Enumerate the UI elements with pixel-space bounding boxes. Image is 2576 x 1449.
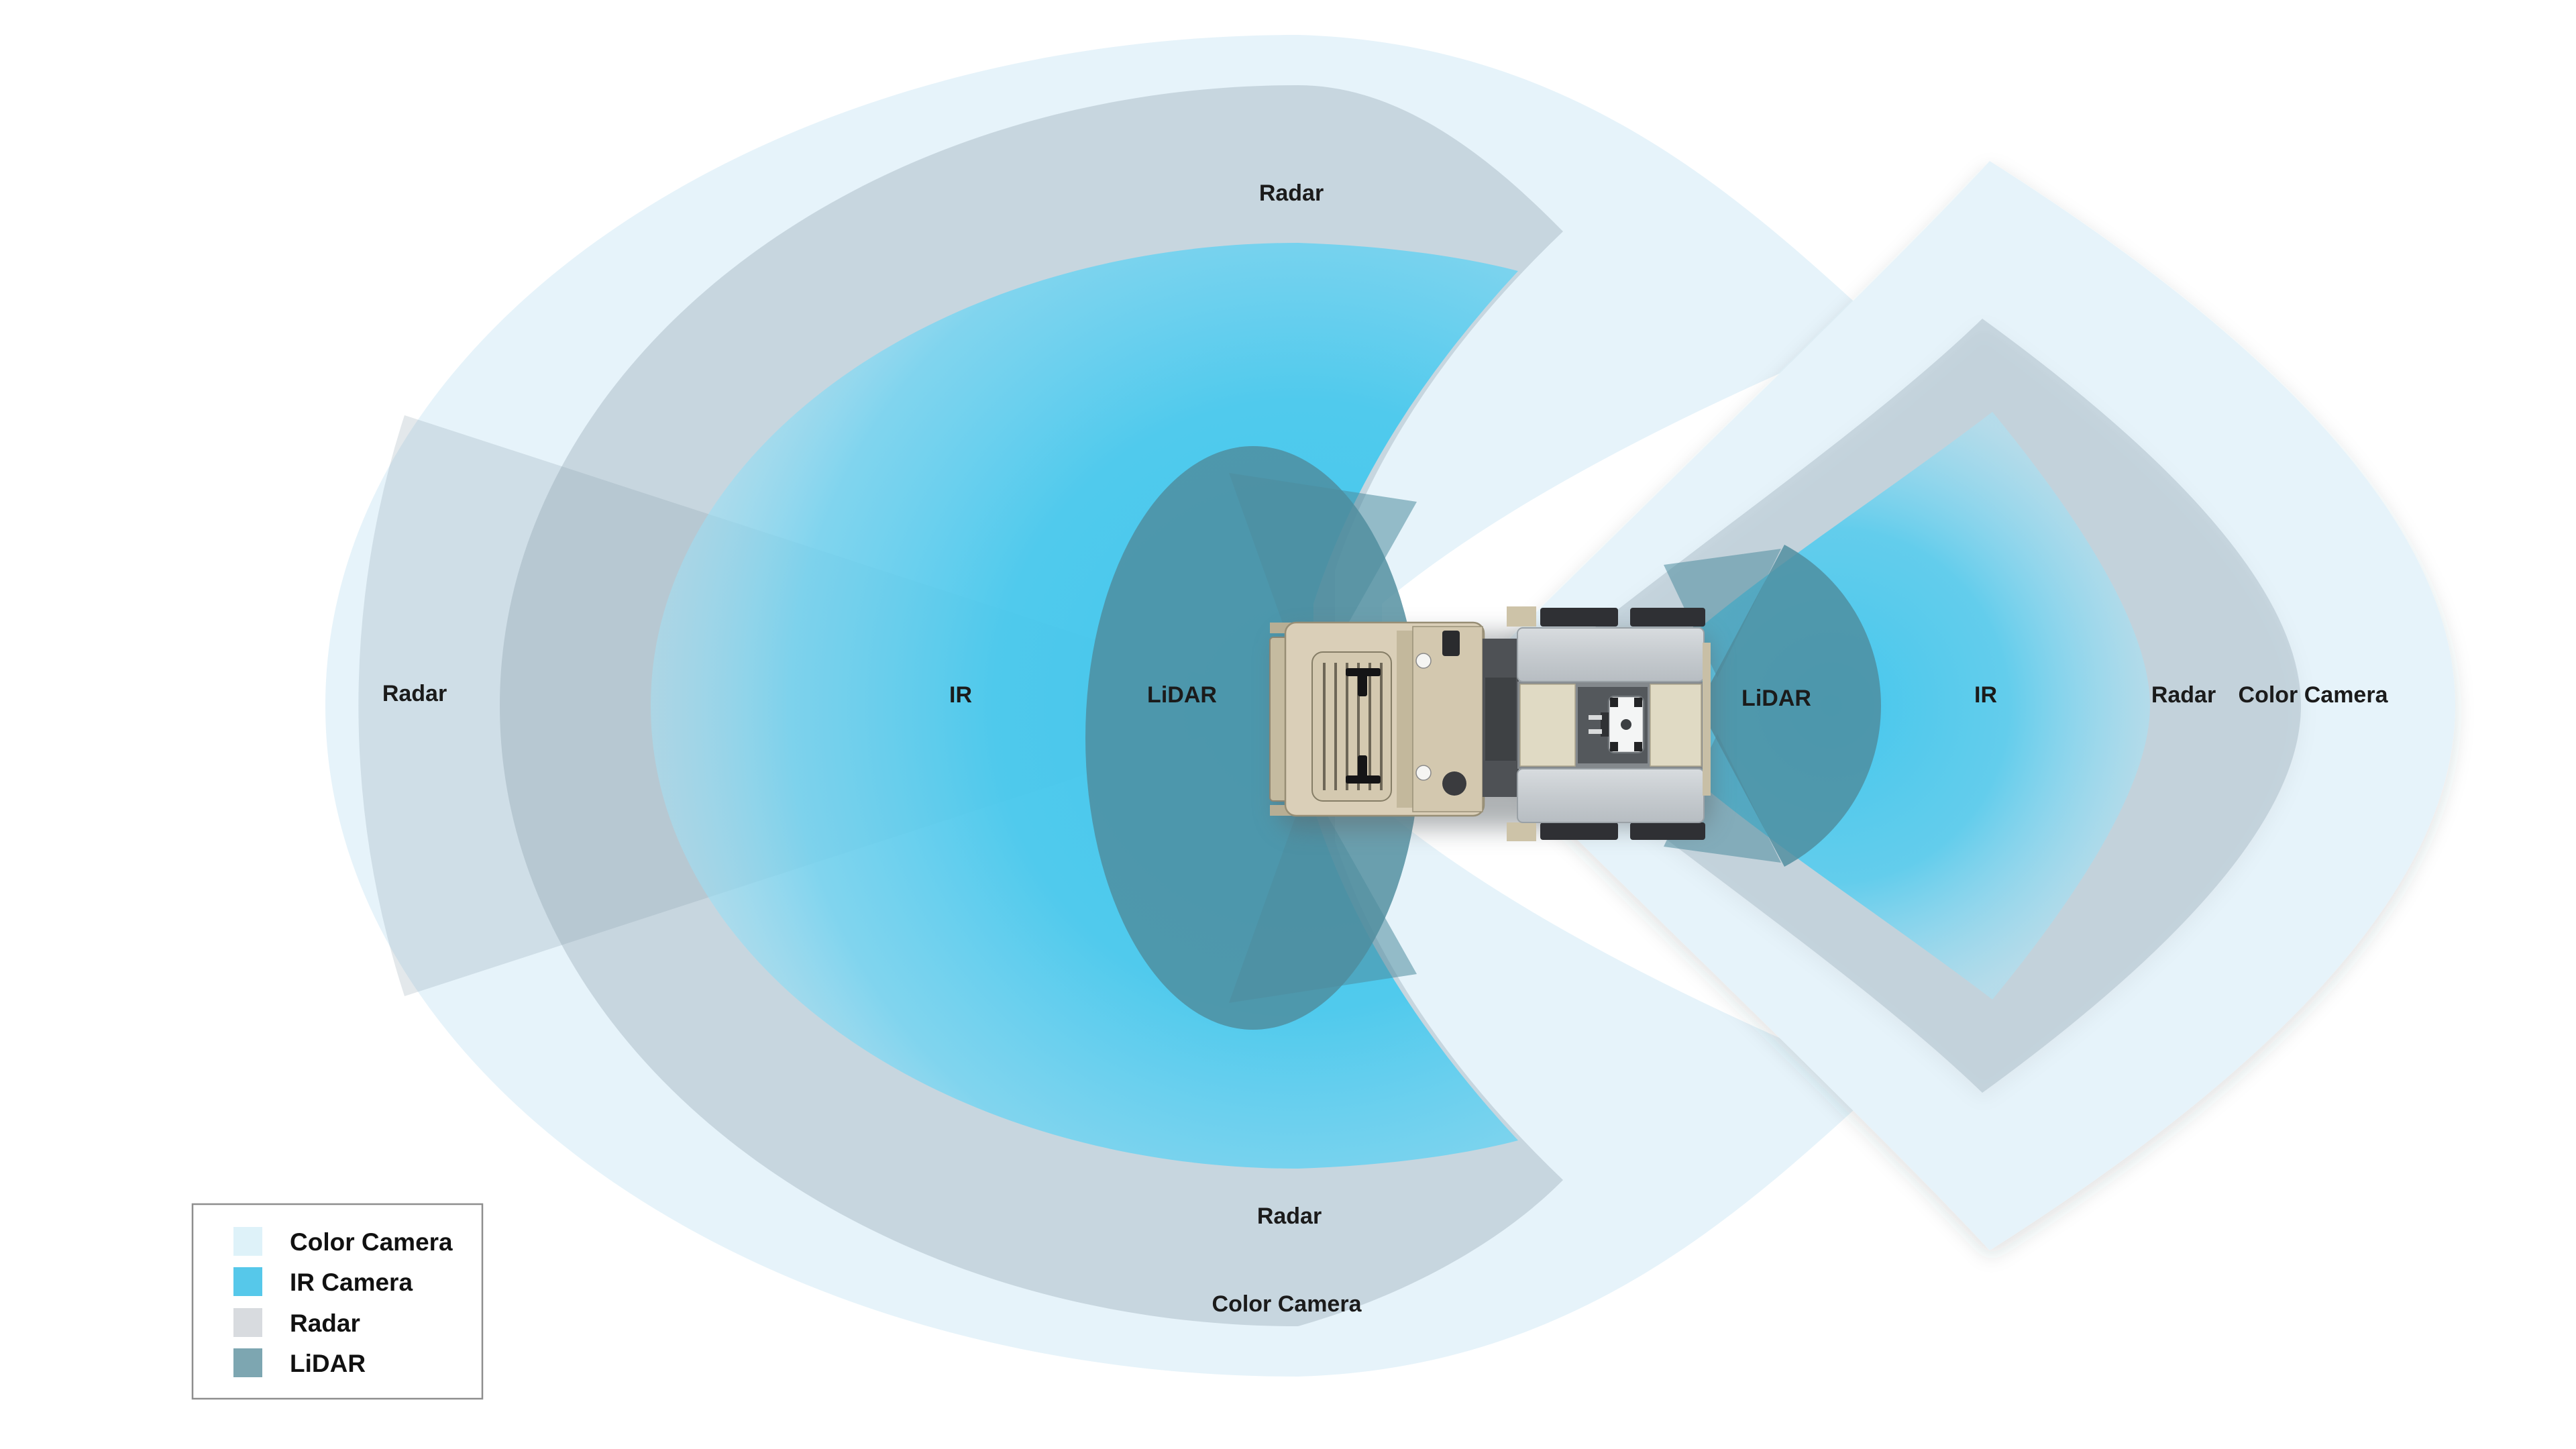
truck-windshield-strip	[1397, 631, 1413, 808]
lidar-rear-zone	[1699, 545, 1882, 867]
zone-label-lidar-right: LiDAR	[1741, 686, 1811, 711]
legend: Color Camera IR Camera Radar LiDAR	[191, 1203, 484, 1400]
lidar-front-upper-wedge	[1229, 473, 1417, 694]
zone-label-ir-left: IR	[949, 682, 972, 708]
legend-item-radar: Radar	[233, 1308, 360, 1337]
legend-item-color-camera: Color Camera	[233, 1227, 453, 1256]
legend-swatch-lidar	[233, 1348, 262, 1377]
legend-swatch-color-camera	[233, 1227, 262, 1256]
trailer-tan-block-top	[1507, 606, 1536, 627]
legend-item-ir-camera: IR Camera	[233, 1267, 413, 1296]
trailer-pad-right	[1650, 684, 1702, 767]
trailer-panel-top	[1517, 627, 1705, 682]
legend-swatch-radar	[233, 1308, 262, 1337]
zone-label-color-camera-right: Color Camera	[2239, 682, 2389, 708]
lidar-front-lower-wedge	[1229, 782, 1417, 1003]
truck-mirror-top	[1346, 668, 1381, 696]
trailer-end-plate	[1703, 643, 1711, 796]
trailer-block-top-left	[1540, 608, 1618, 627]
zone-label-radar-left: Radar	[382, 681, 447, 706]
truck-light-bottom	[1415, 765, 1432, 781]
truck-light-top	[1415, 653, 1432, 669]
truck-hood-frame	[1311, 651, 1392, 802]
legend-label-lidar: LiDAR	[290, 1350, 366, 1377]
ir-camera-rear-zone	[1623, 412, 2150, 1000]
forklift-icon	[1589, 695, 1645, 754]
truck-exhaust	[1442, 631, 1460, 656]
trailer-block-bottom-left	[1540, 822, 1618, 840]
legend-swatch-ir-camera	[233, 1267, 262, 1296]
zone-label-color-camera-bottom: Color Camera	[1212, 1291, 1362, 1317]
truck-mirror-bottom	[1346, 755, 1381, 784]
truck-tank	[1442, 771, 1466, 796]
vehicle-truck-top-view	[1269, 606, 1711, 841]
trailer-block-bottom-right	[1630, 822, 1705, 840]
zone-label-ir-right: IR	[1974, 682, 1997, 708]
zone-label-radar-top: Radar	[1259, 180, 1324, 206]
lidar-rear-upper-wedge	[1664, 549, 1781, 678]
trailer-tan-block-bottom	[1507, 822, 1536, 841]
legend-label-radar: Radar	[290, 1309, 360, 1337]
trailer-panel-bottom	[1517, 768, 1705, 823]
legend-item-lidar: LiDAR	[233, 1348, 366, 1377]
trailer-block-top-right	[1630, 608, 1705, 627]
zone-label-radar-bottom: Radar	[1257, 1203, 1322, 1229]
legend-label-ir-camera: IR Camera	[290, 1269, 413, 1296]
truck-chassis-detail	[1485, 678, 1516, 761]
legend-label-color-camera: Color Camera	[290, 1228, 453, 1256]
zone-label-lidar-left: LiDAR	[1147, 682, 1217, 708]
zone-label-radar-right: Radar	[2151, 682, 2216, 708]
trailer-pad-left	[1519, 684, 1576, 767]
